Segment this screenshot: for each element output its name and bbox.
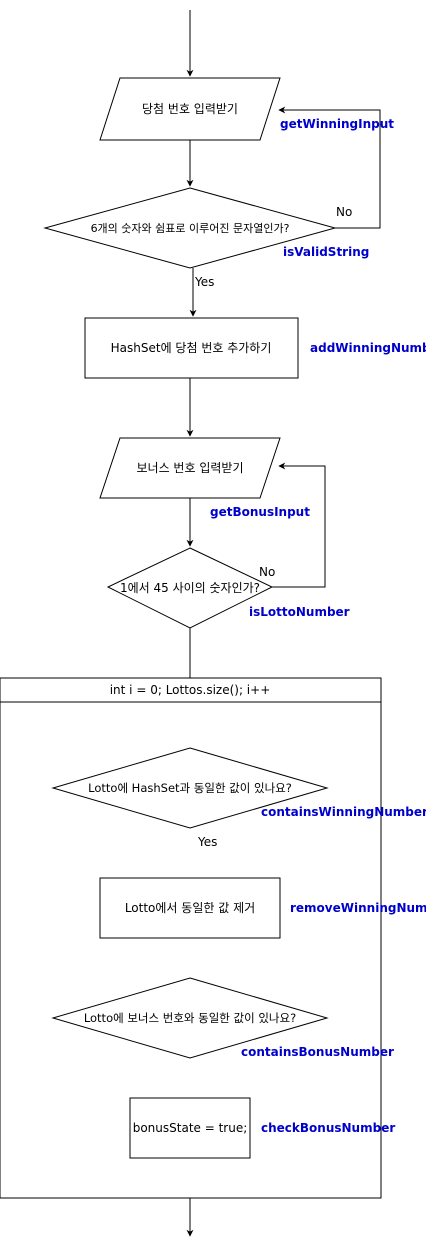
fn-contains-bonus-number: containsBonusNumber	[241, 1045, 394, 1059]
yes-label-2: Yes	[197, 835, 217, 849]
winning-input-label: 당첨 번호 입력받기	[142, 102, 238, 116]
fn-check-bonus-number: checkBonusNumber	[261, 1121, 395, 1135]
fn-is-lotto-number: isLottoNumber	[249, 605, 350, 619]
no-loop-arrow-2	[272, 462, 326, 588]
contains-winning-decision	[51, 747, 329, 829]
winning-input-node	[99, 77, 281, 141]
lotto-number-label: 1에서 45 사이의 숫자인가?	[120, 581, 260, 595]
remove-winning-label: Lotto에서 동일한 값 제거	[125, 901, 255, 915]
no-label-1: No	[336, 205, 352, 219]
fn-remove-winning-number: removeWinningNumber	[290, 901, 426, 915]
fn-is-valid-string: isValidString	[283, 245, 369, 259]
bonus-input-label: 보너스 번호 입력받기	[137, 461, 244, 475]
fn-contains-winning-number: containsWinningNumber	[261, 805, 426, 819]
add-hashset-label: HashSet에 당첨 번호 추가하기	[111, 341, 272, 355]
contains-winning-label: Lotto에 HashSet과 동일한 값이 있나요?	[88, 781, 292, 795]
loop-header-label: int i = 0; Lottos.size(); i++	[110, 683, 271, 697]
fn-get-bonus-input: getBonusInput	[210, 505, 310, 519]
fn-get-winning-input: getWinningInput	[280, 117, 394, 131]
yes-label-1: Yes	[194, 275, 214, 289]
valid-string-label: 6개의 숫자와 쉼표로 이루어진 문자열인가?	[91, 222, 290, 235]
contains-bonus-label: Lotto에 보너스 번호와 동일한 값이 있나요?	[84, 1011, 296, 1025]
lotto-number-decision	[106, 547, 274, 629]
valid-string-decision	[43, 187, 337, 269]
contains-bonus-decision	[51, 977, 329, 1059]
remove-winning-node	[99, 877, 281, 939]
bonus-state-node	[129, 1097, 251, 1159]
no-loop-arrow-1	[278, 106, 381, 229]
bonus-state-label: bonusState = true;	[133, 1121, 248, 1135]
fn-add-winning-number: addWinningNumber	[310, 341, 426, 355]
add-hashset-node	[84, 317, 299, 379]
no-label-2: No	[259, 565, 275, 579]
bonus-input-node	[99, 437, 281, 499]
